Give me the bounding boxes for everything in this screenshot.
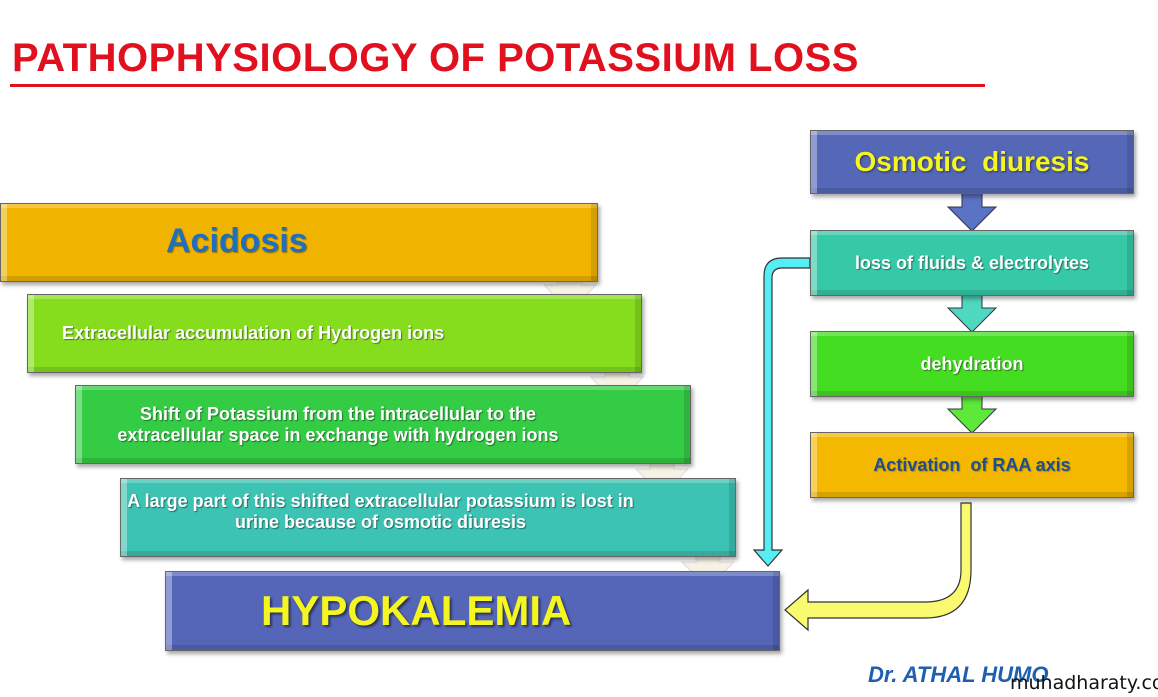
- dehydration-label: dehydration: [920, 353, 1024, 374]
- down-arrow-icon: [946, 395, 998, 434]
- watermark: muhadharaty.com: [1010, 672, 1158, 694]
- cyan-connector-arrow: [752, 257, 811, 567]
- hypokalemia-label: HYPOKALEMIA: [261, 587, 572, 634]
- osmotic-diuresis-label: Osmotic diuresis: [854, 146, 1090, 177]
- acidosis-label: Acidosis: [166, 222, 308, 260]
- hypokalemia-box: HYPOKALEMIA: [165, 571, 780, 651]
- slide-title: PATHOPHYSIOLOGY OF POTASSIUM LOSS: [12, 36, 859, 80]
- urinary-loss-label: A large part of this shifted extracellul…: [127, 490, 634, 532]
- urinary-loss-box: A large part of this shifted extracellul…: [120, 478, 736, 557]
- raa-activation-label: Activation of RAA axis: [873, 454, 1071, 475]
- potassium-shift-box: Shift of Potassium from the intracellula…: [75, 385, 691, 464]
- fluid-loss-box: loss of fluids & electrolytes: [810, 230, 1134, 296]
- down-arrow-icon: [946, 294, 998, 333]
- potassium-shift-label: Shift of Potassium from the intracellula…: [117, 403, 559, 445]
- raa-activation-box: Activation of RAA axis: [810, 432, 1134, 498]
- dehydration-box: dehydration: [810, 331, 1134, 397]
- fluid-loss-label: loss of fluids & electrolytes: [854, 252, 1090, 273]
- down-arrow-icon: [946, 192, 998, 232]
- title-underline: [10, 84, 985, 87]
- yellow-connector-arrow: [784, 502, 972, 632]
- acidosis-box: Acidosis: [0, 203, 598, 282]
- hydrogen-accumulation-box: Extracellular accumulation of Hydrogen i…: [27, 294, 642, 373]
- hydrogen-accumulation-label: Extracellular accumulation of Hydrogen i…: [62, 323, 445, 343]
- osmotic-diuresis-box: Osmotic diuresis: [810, 130, 1134, 194]
- author-credit: Dr. ATHAL HUMO: [868, 662, 1049, 687]
